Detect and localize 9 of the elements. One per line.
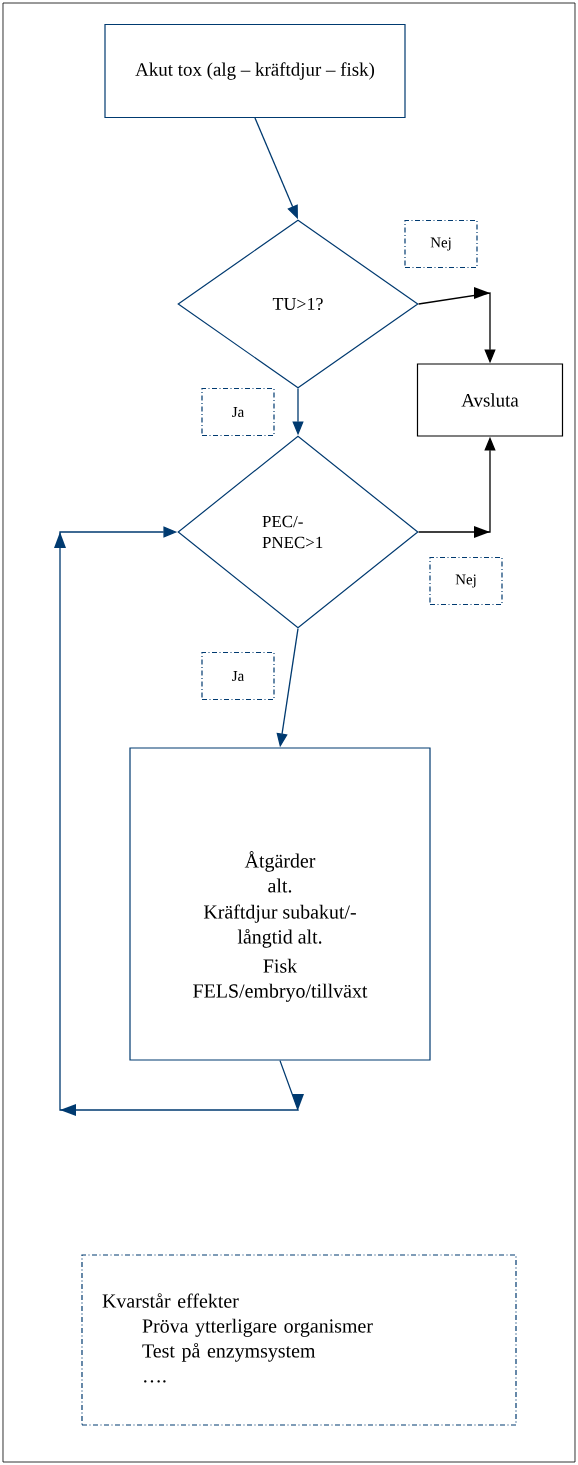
edge-label: Nej (404, 219, 478, 269)
arrow (54, 526, 304, 1116)
edge-label: Ja (201, 651, 275, 701)
note-box: Kvarstår effekter Pröva ytterligare organismer Test på enzymsystem …. (81, 1254, 517, 1426)
edge-label: Nej (429, 556, 503, 606)
process-box: Åtgärder alt. Kräftdjur subakut/- långtid alt. Fisk FELS/embryo/tillväxt (129, 747, 431, 1061)
edge-label: Ja (201, 387, 275, 437)
end-box: Avsluta (416, 363, 564, 437)
process-box: Akut tox (alg – kräftdjur – fisk) (104, 23, 406, 119)
